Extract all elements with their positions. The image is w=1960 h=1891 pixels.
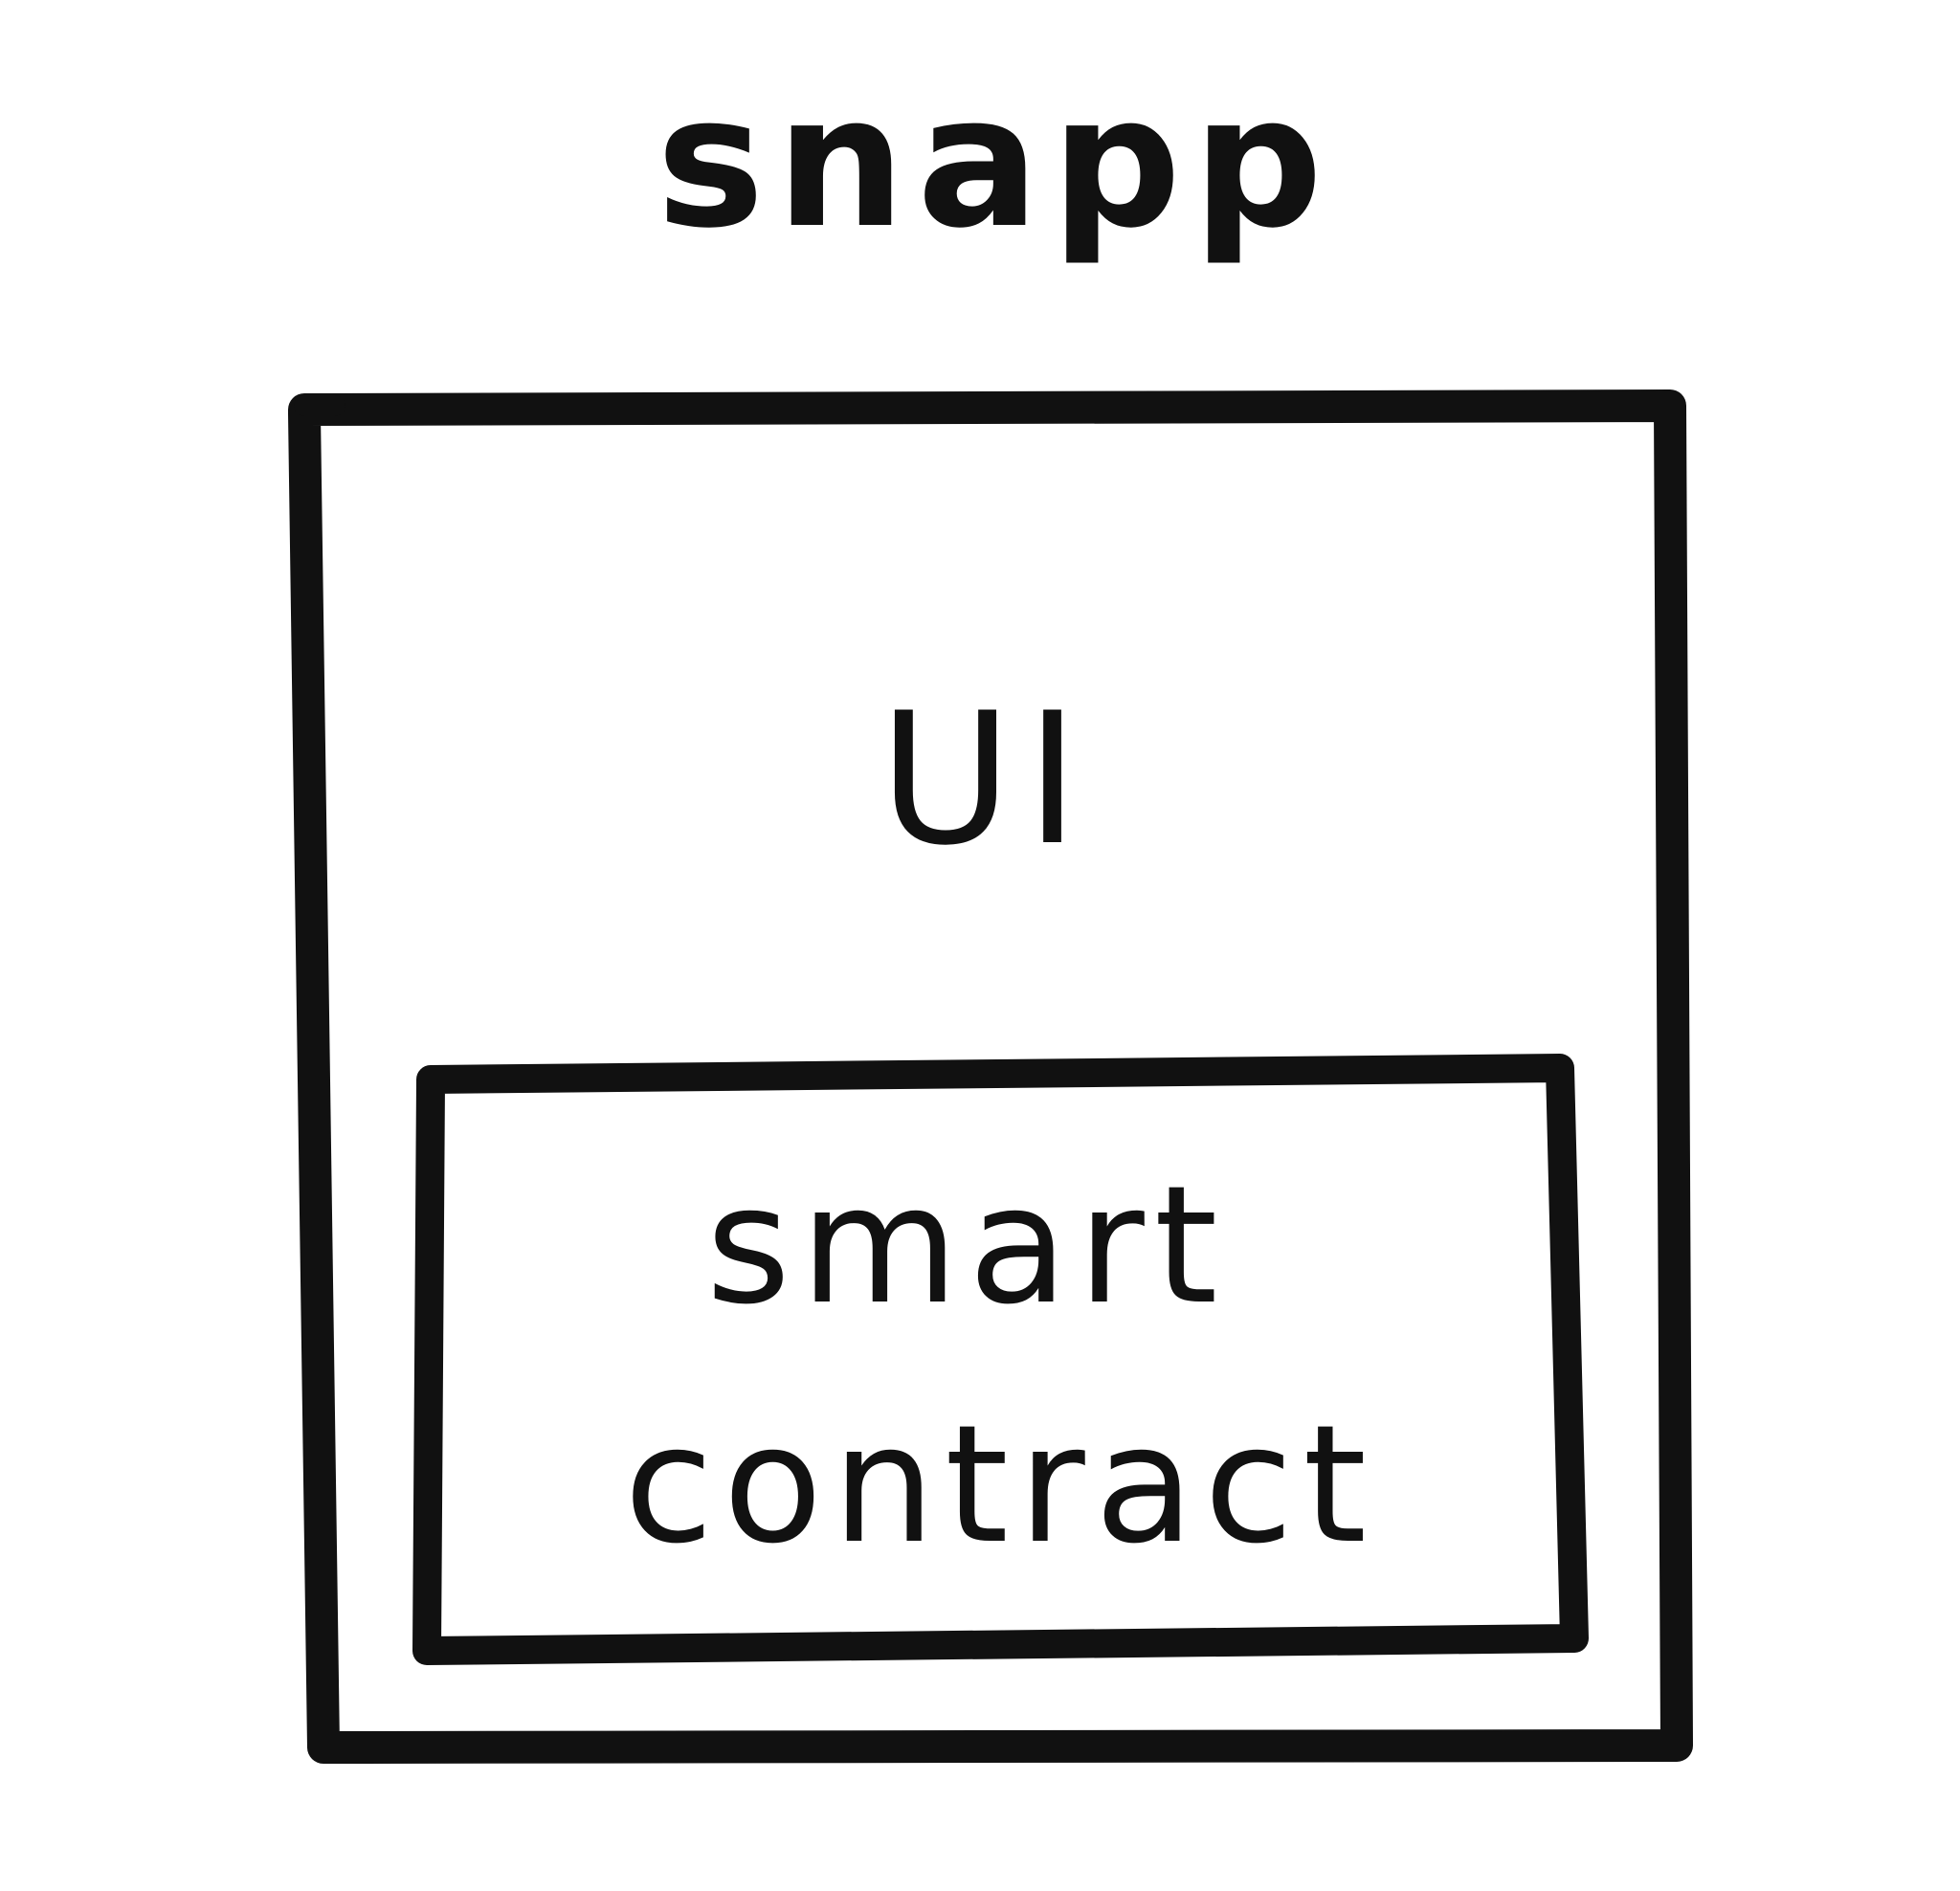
diagram-title: snapp	[657, 56, 1335, 268]
inner-box-smart-contract: smart contract	[412, 1054, 1589, 1665]
inner-box-border	[412, 1054, 1589, 1665]
outer-box-ui: UI	[288, 389, 1693, 1764]
inner-box-label-line-1: smart	[706, 1151, 1228, 1341]
inner-box-label-line-2: contract	[624, 1390, 1376, 1580]
ui-label: UI	[879, 674, 1092, 885]
